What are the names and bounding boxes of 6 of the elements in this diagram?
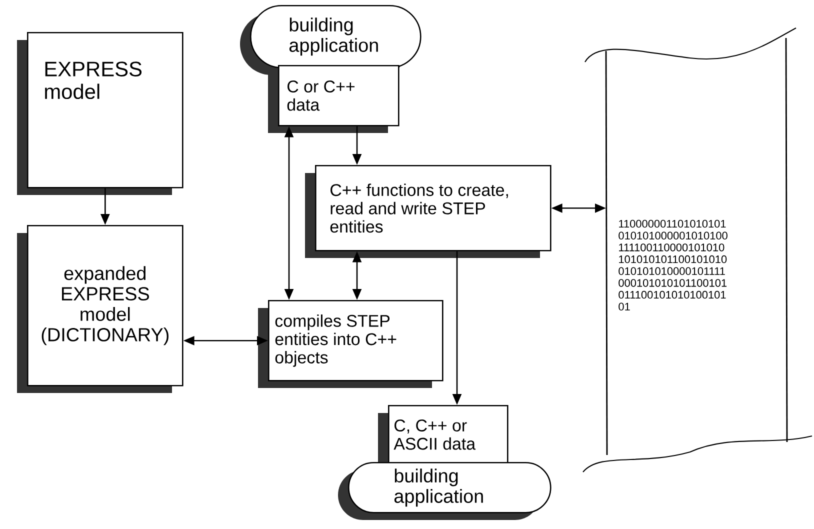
process-box: C++ functions to create, read and write STEP entities <box>305 165 552 258</box>
process-box: EXPRESS model <box>17 32 184 195</box>
paper-tape-drawing: 110000001101010101 010101000001010100 111100110000101010 101010101100101010 010101010000101111 000101010101100101 011100101010100101 01 <box>582 28 812 472</box>
process-box: C or C++ data <box>268 65 400 133</box>
process-box: compiles STEP entities into C++ objects <box>258 300 444 388</box>
process-box: expanded EXPRESS model (DICTIONARY) <box>17 224 184 393</box>
